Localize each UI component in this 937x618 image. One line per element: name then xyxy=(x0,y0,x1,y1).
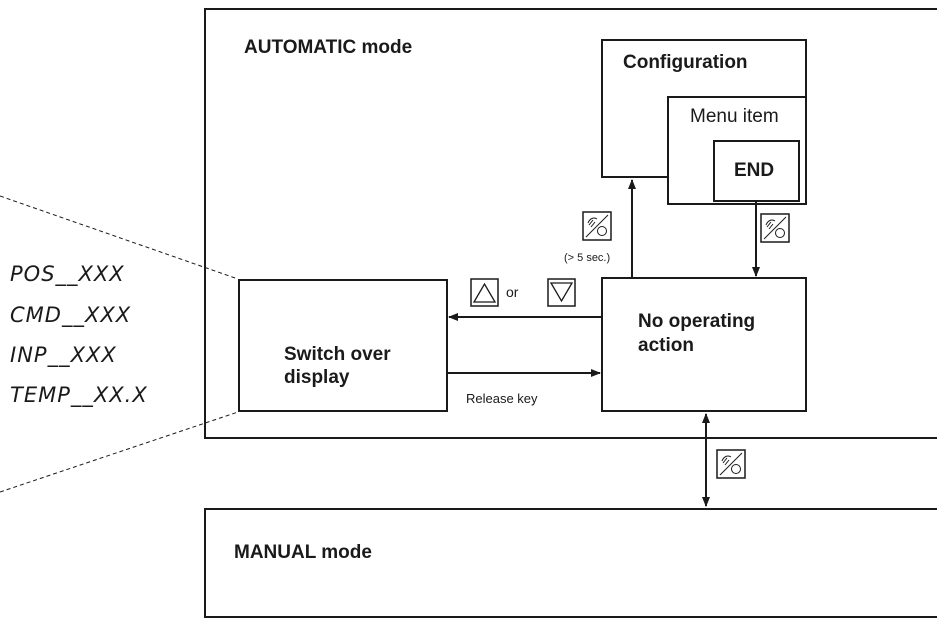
end-box xyxy=(713,140,800,202)
switch-over-line2: display xyxy=(284,367,350,388)
automatic-mode-frame xyxy=(204,8,937,439)
end-label: END xyxy=(734,160,775,181)
dashed-callout-bottom xyxy=(0,411,239,493)
release-key-label: Release key xyxy=(466,391,538,406)
hand-key-icon-end xyxy=(760,213,790,243)
no-operating-action-box xyxy=(601,277,807,412)
configuration-title: Configuration xyxy=(623,52,748,73)
dashed-callout-top xyxy=(0,195,239,280)
display-value-pos: POS__XXX xyxy=(10,262,125,286)
hold-time-label: (> 5 sec.) xyxy=(564,252,611,264)
hand-key-icon-config xyxy=(582,211,612,241)
hand-key-icon-mode xyxy=(716,449,746,479)
display-value-inp: INP__XXX xyxy=(10,343,117,367)
switch-over-display-box xyxy=(238,279,448,412)
automatic-mode-title: AUTOMATIC mode xyxy=(244,37,413,58)
no-action-line2: action xyxy=(638,335,694,356)
down-key-icon xyxy=(547,278,576,307)
display-value-cmd: CMD__XXX xyxy=(10,303,132,327)
display-value-temp: TEMP__XX.X xyxy=(10,383,148,407)
or-label: or xyxy=(506,284,519,300)
manual-mode-title: MANUAL mode xyxy=(234,542,372,563)
switch-over-line1: Switch over xyxy=(284,344,391,365)
menu-item-label: Menu item xyxy=(690,106,779,127)
no-action-line1: No operating xyxy=(638,311,756,332)
up-key-icon xyxy=(470,278,499,307)
